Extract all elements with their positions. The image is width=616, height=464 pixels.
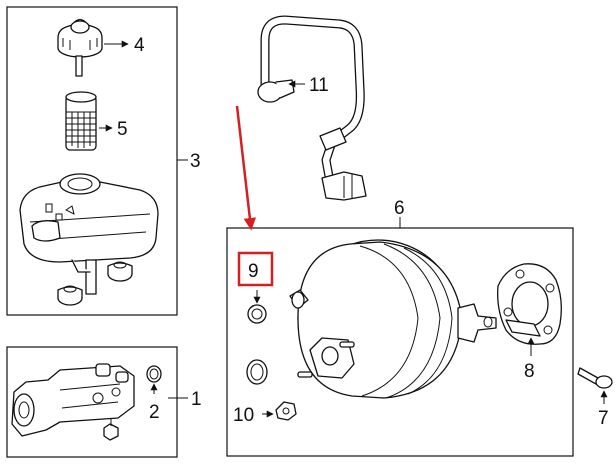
reservoir-filter [65, 91, 113, 151]
seal-ring-2 [146, 365, 162, 394]
o-ring [246, 359, 268, 385]
callout-8: 8 [524, 361, 535, 382]
master-cylinder-group-box [6, 346, 188, 458]
highlight-annotation [235, 105, 274, 287]
callout-4: 4 [134, 35, 145, 56]
vacuum-hose [257, 15, 367, 201]
callout-6: 6 [394, 198, 405, 219]
callout-2: 2 [149, 402, 160, 423]
callout-7: 7 [598, 408, 609, 429]
callout-5: 5 [117, 119, 128, 140]
stud-7 [577, 367, 613, 404]
callout-10: 10 [233, 405, 254, 426]
brake-booster [289, 239, 497, 399]
booster-group-box [226, 217, 574, 457]
callout-9: 9 [248, 261, 259, 282]
brake-fluid-reservoir [19, 173, 159, 295]
reservoir-grommets [57, 261, 133, 306]
booster-gasket [497, 263, 562, 356]
master-cylinder [11, 363, 135, 441]
nut-10 [262, 401, 297, 421]
reservoir-group-box [6, 6, 188, 316]
seal-ring-9 [247, 290, 267, 324]
reservoir-cap [57, 18, 129, 77]
callout-1: 1 [191, 389, 202, 410]
callout-3: 3 [190, 151, 201, 172]
callout-11: 11 [309, 75, 329, 96]
